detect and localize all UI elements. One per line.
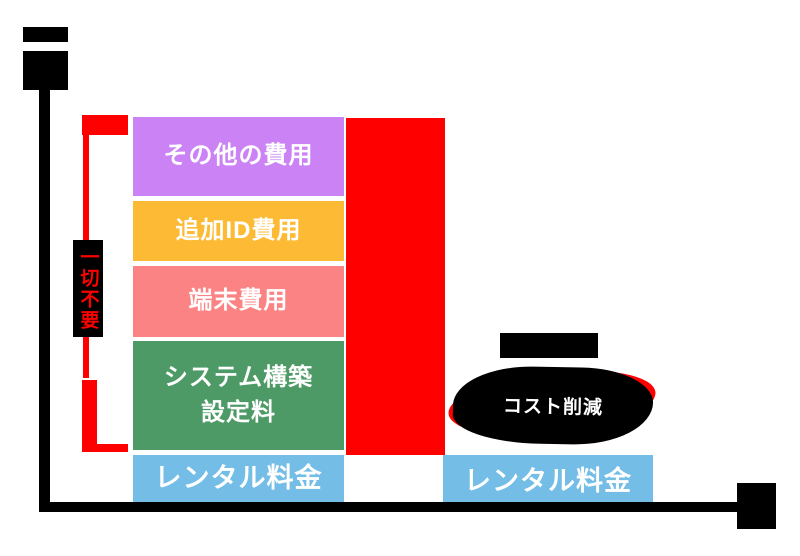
cost-reduction-blob: コスト削減	[452, 365, 654, 446]
bracket-top-arm	[82, 115, 128, 135]
bracket-label-box: 一切不要	[73, 240, 103, 337]
bracket-lower-stem	[83, 337, 89, 378]
y-axis-arrow-block	[23, 51, 68, 90]
bracket-upper-stem	[83, 135, 89, 240]
bar-segment-additional-id-cost: 追加ID費用	[133, 201, 344, 261]
x-axis-line	[39, 502, 737, 512]
bar-segment-label: その他の費用	[163, 142, 314, 170]
bracket-thick-stem	[82, 380, 97, 452]
emphasis-red-block	[346, 118, 445, 455]
bar-segment-other-costs: その他の費用	[133, 117, 344, 196]
bar-segment-label: レンタル料金	[154, 462, 323, 493]
cost-reduction-label: コスト削減	[502, 396, 604, 419]
bar-segment-label: 端末費用	[188, 287, 289, 315]
bar-segment-rental-fee-left: レンタル料金	[133, 455, 344, 502]
bracket-bottom-arm	[97, 444, 128, 452]
x-axis-end-block	[737, 483, 776, 529]
bar-segment-label: 追加ID費用	[175, 216, 302, 244]
cost-reduction-top-block	[500, 333, 598, 358]
bar-segment-label: レンタル料金	[464, 466, 632, 496]
bar-segment-rental-fee-right: レンタル料金	[443, 455, 653, 502]
y-axis-line	[39, 89, 50, 512]
y-axis-top-tick-block	[23, 27, 68, 42]
bar-segment-terminal-cost: 端末費用	[133, 266, 344, 337]
bar-segment-system-setup-fee: システム構築 設定料	[133, 341, 344, 450]
bar-segment-label: システム構築 設定料	[163, 363, 314, 426]
bracket-label: 一切不要	[77, 246, 99, 331]
